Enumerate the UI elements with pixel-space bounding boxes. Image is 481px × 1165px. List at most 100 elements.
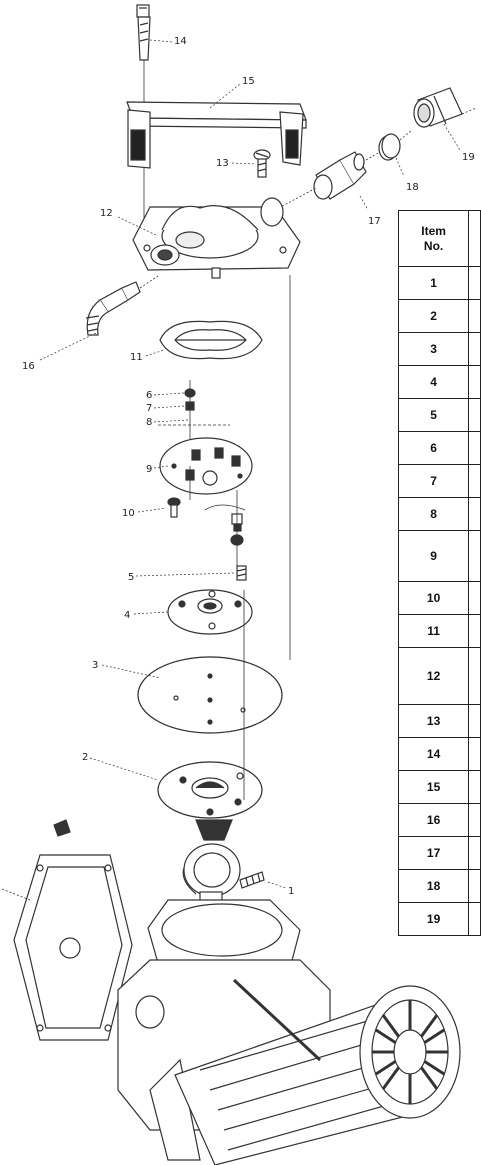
side-cover-plate — [1, 819, 133, 1041]
description-cell — [468, 497, 481, 531]
description-cell — [468, 803, 481, 837]
item-number: 11 — [397, 614, 470, 648]
callout-3: 3 — [92, 660, 98, 671]
part-18-washer — [378, 129, 413, 161]
callout-18: 18 — [406, 182, 419, 193]
part-1-set-screw — [239, 871, 265, 889]
callout-10: 10 — [122, 508, 135, 519]
table-row: 18 — [397, 869, 481, 903]
callout-16: 16 — [22, 361, 35, 372]
item-number: 12 — [397, 647, 470, 705]
table-row: 11 — [397, 614, 481, 648]
item-number: 18 — [397, 869, 470, 903]
description-cell — [468, 770, 481, 804]
item-number: 8 — [397, 497, 470, 531]
item-number: 2 — [397, 299, 470, 333]
item-number: 13 — [397, 704, 470, 738]
callout-4: 4 — [124, 610, 130, 621]
description-cell — [468, 332, 481, 366]
table-row: 6 — [397, 431, 481, 465]
description-cell — [468, 614, 481, 648]
table-row: 16 — [397, 803, 481, 837]
callout-14: 14 — [174, 36, 187, 47]
description-cell — [468, 365, 481, 399]
description-cell — [468, 431, 481, 465]
callout-19: 19 — [462, 152, 475, 163]
item-number: 14 — [397, 737, 470, 771]
description-cell — [468, 869, 481, 903]
item-number: 19 — [397, 902, 470, 936]
table-row: 17 — [397, 836, 481, 870]
callout-17: 17 — [368, 216, 381, 227]
part-12-head — [132, 197, 301, 279]
item-number: 10 — [397, 581, 470, 615]
item-number: 16 — [397, 803, 470, 837]
table-row: 1 — [397, 266, 481, 300]
callout-1: 1 — [288, 886, 294, 897]
table-row: 2 — [397, 299, 481, 333]
parts-table: Item No. 1 2 3 4 5 6 7 8 9 10 11 12 13 1… — [397, 210, 481, 936]
callout-11: 11 — [130, 352, 143, 363]
item-number: 4 — [397, 365, 470, 399]
table-row: 3 — [397, 332, 481, 366]
table-row: 9 — [397, 530, 481, 582]
callout-13: 13 — [216, 158, 229, 169]
callout-9: 9 — [146, 464, 152, 475]
description-cell — [468, 530, 481, 582]
header-line-2: No. — [423, 238, 444, 253]
description-cell — [468, 398, 481, 432]
callout-15: 15 — [242, 76, 255, 87]
table-row: 15 — [397, 770, 481, 804]
part-4-retainer-plate — [167, 589, 253, 635]
description-cell — [468, 737, 481, 771]
table-row: 19 — [397, 902, 481, 936]
table-row: 14 — [397, 737, 481, 771]
description-cell — [468, 836, 481, 870]
description-cell — [468, 299, 481, 333]
part-19-fitting — [413, 87, 477, 128]
item-number: 15 — [397, 770, 470, 804]
table-row: 7 — [397, 464, 481, 498]
description-cell — [468, 902, 481, 936]
description-cell — [468, 464, 481, 498]
motor-assembly — [117, 899, 461, 1165]
part-11-gasket — [159, 320, 263, 360]
part-15-handle — [126, 101, 307, 169]
item-number: 3 — [397, 332, 470, 366]
part-2-backing-plate — [157, 761, 263, 819]
callout-2: 2 — [82, 752, 88, 763]
description-header — [468, 210, 481, 267]
description-cell — [468, 581, 481, 615]
part-10-screw — [167, 497, 181, 518]
part-16-elbow-fitting — [85, 275, 159, 336]
callout-7: 7 — [146, 403, 152, 414]
item-number: 6 — [397, 431, 470, 465]
table-row: 10 — [397, 581, 481, 615]
part-17-connector — [274, 151, 381, 211]
callout-8: 8 — [146, 417, 152, 428]
part-3-diaphragm — [137, 656, 283, 734]
item-number: 5 — [397, 398, 470, 432]
callout-6: 6 — [146, 390, 152, 401]
table-row: 13 — [397, 704, 481, 738]
table-row: 5 — [397, 398, 481, 432]
item-number: 9 — [397, 530, 470, 582]
item-number: 1 — [397, 266, 470, 300]
item-number: 7 — [397, 464, 470, 498]
part-5-screw — [236, 565, 247, 581]
callout-5: 5 — [128, 572, 134, 583]
description-cell — [468, 647, 481, 705]
item-number: 17 — [397, 836, 470, 870]
table-row: 4 — [397, 365, 481, 399]
table-row: 8 — [397, 497, 481, 531]
table-row: 12 — [397, 647, 481, 705]
item-number-header: Item No. — [397, 210, 470, 267]
description-cell — [468, 266, 481, 300]
part-13-screw — [253, 149, 271, 178]
header-line-1: Item — [421, 223, 446, 238]
parts-6-7-8 — [158, 380, 230, 450]
description-cell — [468, 704, 481, 738]
part-9-valve-plate — [159, 437, 253, 500]
callout-12: 12 — [100, 208, 113, 219]
